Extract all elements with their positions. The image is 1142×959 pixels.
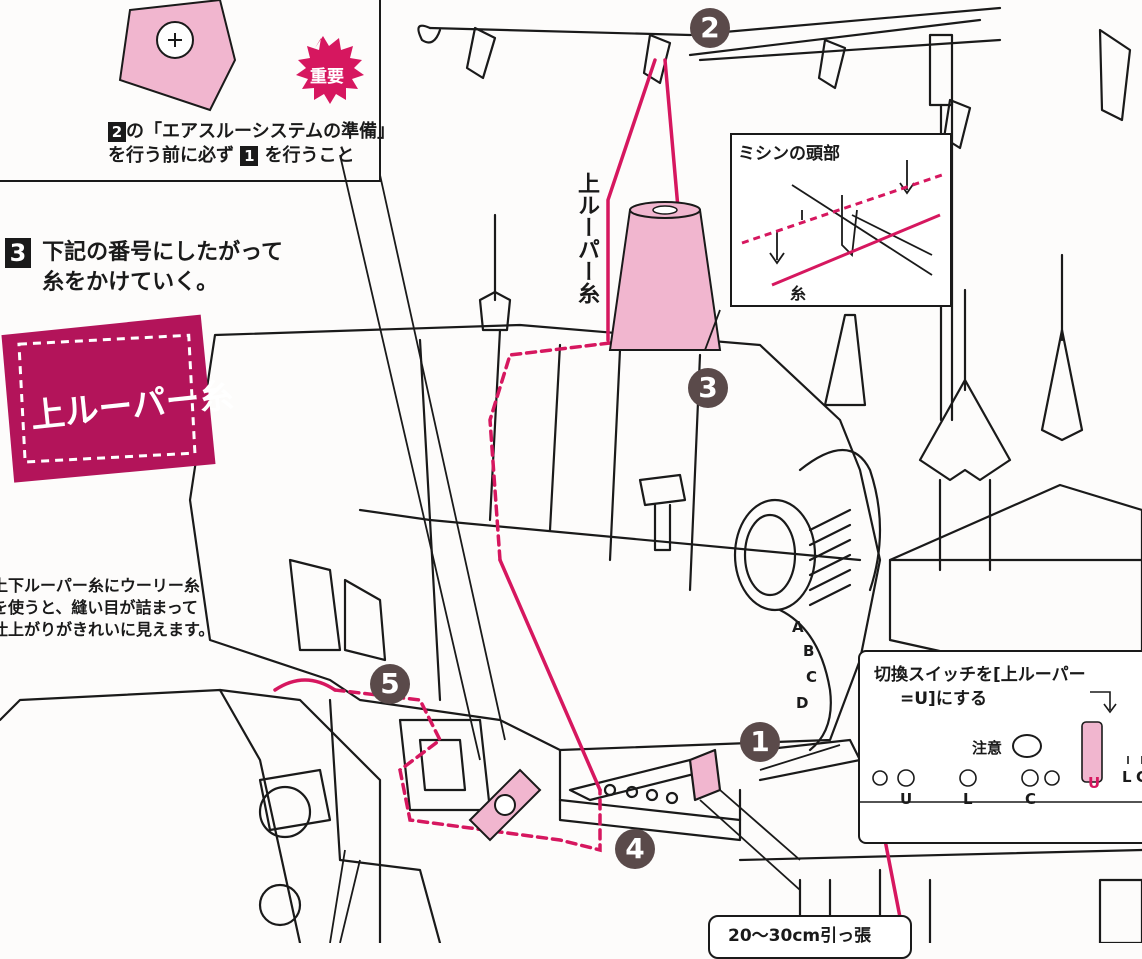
cone-label: 上ルーパー糸 xyxy=(574,172,599,304)
top-note-line2a: を行う前に必ず xyxy=(108,145,234,166)
dial-letter-d: D xyxy=(796,694,809,712)
thread-path xyxy=(606,58,657,342)
spool-cone xyxy=(823,313,867,407)
spool-cone xyxy=(1040,328,1084,442)
important-badge: 重要 xyxy=(310,67,344,87)
pull-note-text: 20〜30cm引っ張 xyxy=(728,926,872,946)
thread-path xyxy=(498,558,602,792)
thread-cone xyxy=(608,201,722,351)
switch-lever xyxy=(688,748,722,802)
head-callout-title: ミシンの頭部 xyxy=(738,144,840,164)
switch-label-l1: L xyxy=(963,790,973,808)
tip-note-line3: 仕上がりがきれいに見えます。 xyxy=(0,620,215,639)
tension-dial xyxy=(778,608,832,752)
switch-label-u2: U xyxy=(1088,774,1101,792)
cone-stand-base xyxy=(888,483,1142,662)
thread-path-dashed xyxy=(333,688,602,853)
thread-guide-loop xyxy=(817,38,847,90)
top-note-callout xyxy=(0,0,381,182)
thread-guide-loop xyxy=(942,98,972,150)
dial-letter-a: A xyxy=(792,618,804,636)
dial-letter-b: B xyxy=(803,642,815,660)
air-thread-part xyxy=(118,0,237,112)
spool-cone xyxy=(918,378,1012,482)
thread-guide-loop xyxy=(642,33,672,85)
caution-icon xyxy=(1012,734,1042,758)
thread-path xyxy=(273,678,337,692)
switch-callout-line2: =U]にする xyxy=(900,689,987,709)
thread-path-dashed xyxy=(488,341,612,562)
head-callout-thread-label: 糸 xyxy=(790,284,807,303)
tip-note-line2: を使うと、縫い目が詰まって xyxy=(0,598,198,617)
switch-label-c2: C xyxy=(1136,768,1142,786)
machine-base xyxy=(0,688,382,943)
air-nozzle xyxy=(468,768,542,842)
banner-shape xyxy=(1,314,216,483)
top-note-line2b: を行うこと xyxy=(264,145,355,166)
head-callout: ミシンの頭部 糸 xyxy=(730,133,952,307)
step-ref-2: 2 xyxy=(108,122,126,142)
step-ref-1: 1 xyxy=(240,146,259,166)
step3-heading: 3 下記の番号にしたがって 糸をかけていく。 xyxy=(5,238,283,298)
head-callout-diagram xyxy=(741,160,943,287)
switch-callout-line1: 切換スイッチを[上ルーパー xyxy=(874,665,1086,685)
step-badge-5: 5 xyxy=(370,664,410,704)
step-badge-4: 4 xyxy=(615,829,655,869)
machine-top-cover xyxy=(188,323,882,752)
dial-letter-c: C xyxy=(806,668,818,686)
thread-guide-rod xyxy=(428,6,1002,37)
pull-note: 20〜30cm引っ張 xyxy=(708,915,912,959)
step-badge-3: 3 xyxy=(688,368,728,408)
switch-label-c1: C xyxy=(1025,790,1037,808)
important-starburst xyxy=(296,36,364,104)
caution-label: 注意 xyxy=(972,739,1003,757)
switch-callout: 切換スイッチを[上ルーパー =U]にする 注意 U L C U L C xyxy=(858,650,1142,844)
tip-note: 上下ルーパー糸にウーリー糸 を使うと、縫い目が詰まって 仕上がりがきれいに見えま… xyxy=(0,575,214,641)
top-note-line1: の「エアスルーシステムの準備」 xyxy=(126,121,396,142)
step-badge-2: 2 xyxy=(690,8,730,48)
tip-note-line1: 上下ルーパー糸にウーリー糸 xyxy=(0,576,200,595)
step3-line1: 下記の番号にしたがって xyxy=(42,240,283,265)
handwheel xyxy=(733,498,817,612)
step3-number: 3 xyxy=(5,238,31,268)
switch-label-l2: L xyxy=(1122,768,1132,786)
thread-guide-loop xyxy=(465,26,497,80)
step3-line2: 糸をかけていく。 xyxy=(42,270,219,295)
switch-label-u1: U xyxy=(900,790,913,808)
step-badge-1: 1 xyxy=(740,722,780,762)
switch-panel xyxy=(860,691,1142,803)
